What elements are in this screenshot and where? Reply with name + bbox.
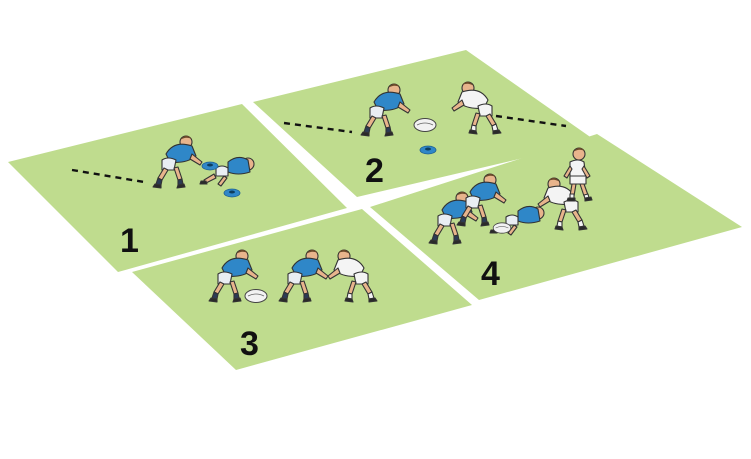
running-line-2a	[283, 121, 353, 134]
drill-panel-3: 3	[132, 209, 472, 370]
cone-icon	[419, 145, 437, 155]
running-line-1	[71, 168, 145, 184]
drill-panel-2: 2	[253, 50, 596, 197]
drill-panel-4: 4	[370, 134, 742, 300]
panel-number-3: 3	[240, 325, 259, 363]
rugby-ball-icon	[492, 222, 512, 234]
drill-panel-1: 1	[8, 104, 347, 272]
panel-number-1: 1	[120, 222, 139, 260]
rugby-ball-icon	[244, 289, 268, 303]
rugby-ball-icon	[413, 118, 437, 132]
panel-number-2: 2	[365, 152, 384, 190]
cone-icon	[223, 188, 241, 198]
pitch-area-4	[370, 134, 742, 300]
cone-icon	[201, 161, 219, 171]
running-line-2b	[495, 114, 567, 128]
panel-number-4: 4	[481, 255, 500, 293]
